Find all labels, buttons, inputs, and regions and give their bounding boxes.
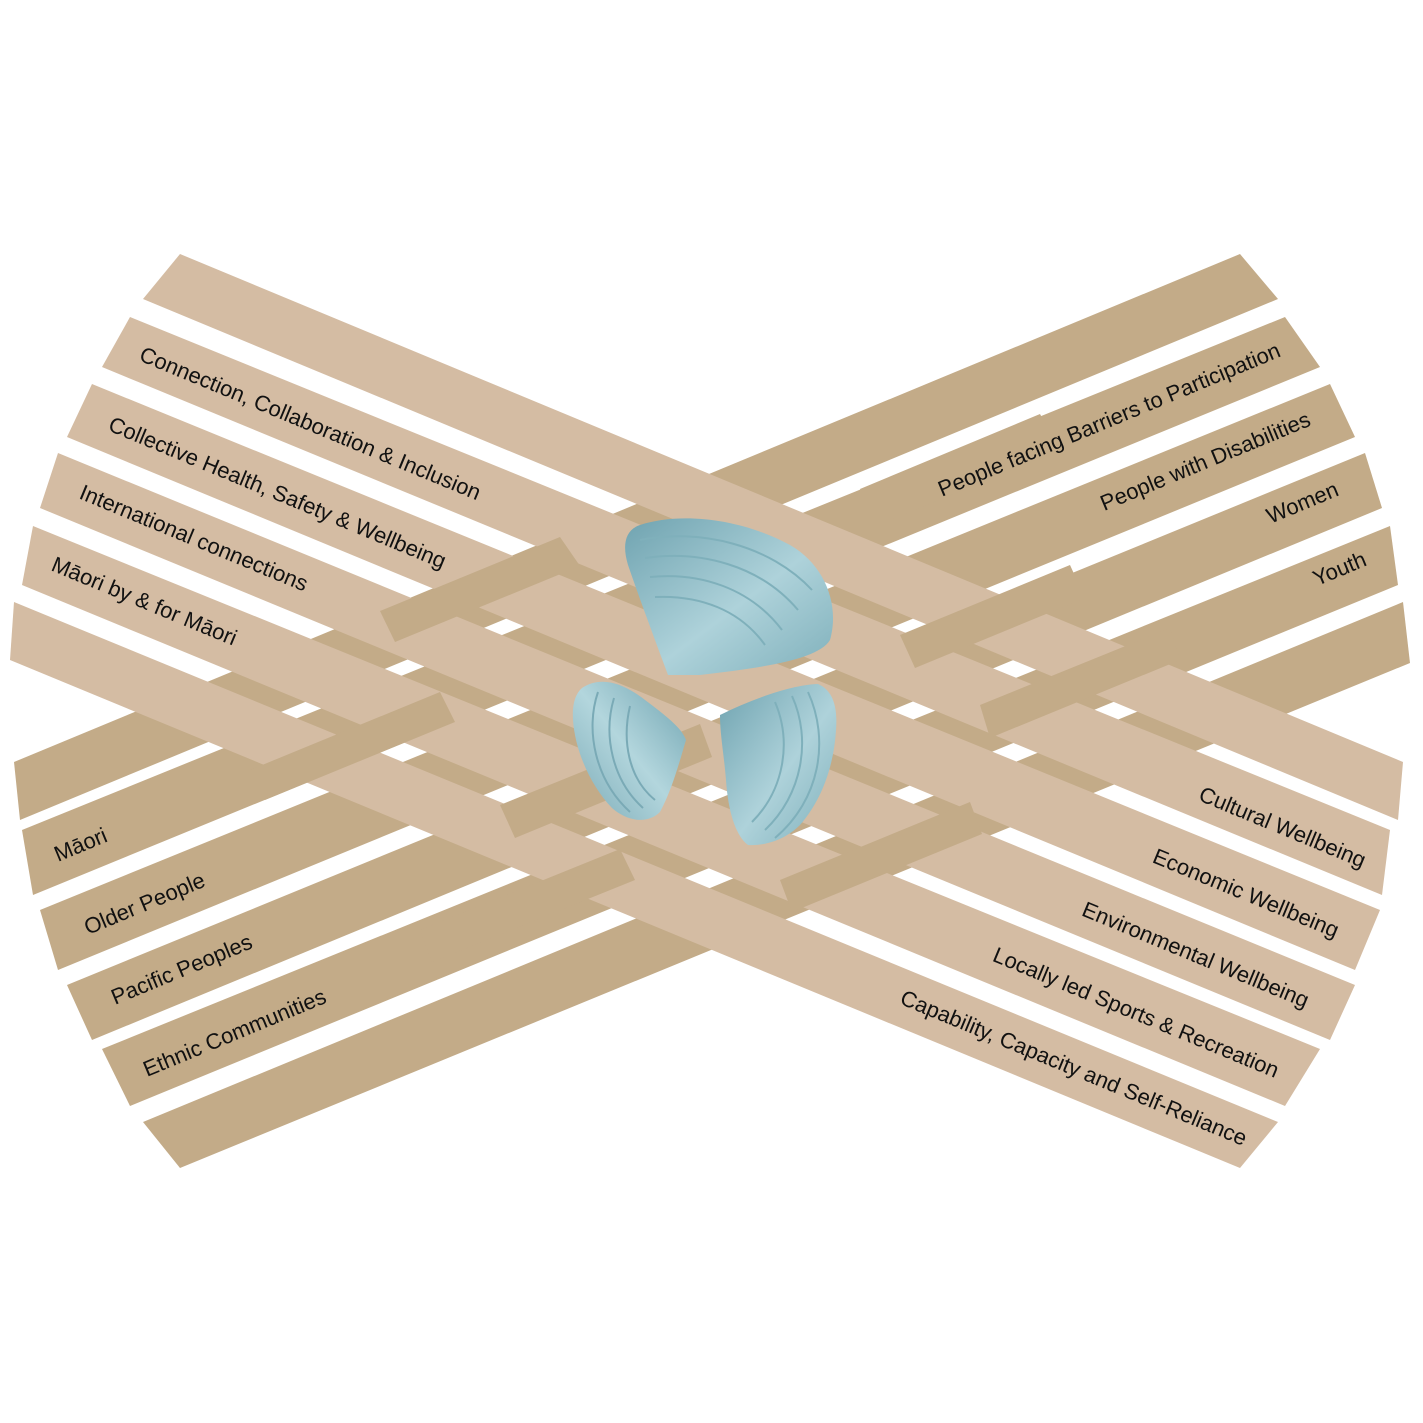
weave-over-2 (860, 414, 1060, 525)
descending-strip-3 (67, 384, 1380, 970)
three-mussel-shells-icon (572, 518, 837, 846)
right-shell (720, 684, 837, 846)
weave-over-6 (420, 849, 635, 962)
descending-strip-5 (22, 526, 1320, 1106)
left-shell (572, 681, 686, 820)
top-shell (625, 518, 834, 675)
weave-over-4 (900, 565, 1085, 668)
weave-over-8 (780, 802, 982, 912)
weave-over-7 (980, 628, 1180, 738)
weave-over-3 (250, 692, 455, 800)
weave-over-1 (380, 537, 580, 642)
